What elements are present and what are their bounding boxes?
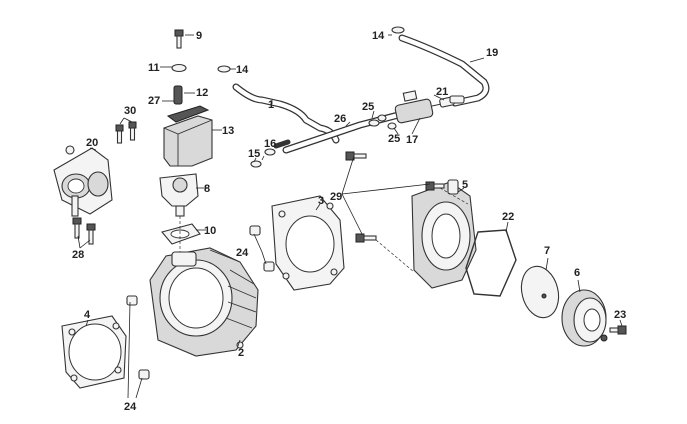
- callout-10: 10: [204, 225, 216, 237]
- callout-1: 1: [268, 99, 274, 111]
- callout-28: 28: [72, 249, 84, 261]
- callout-8: 8: [204, 183, 210, 195]
- hose-stub-21: [449, 95, 465, 104]
- callout-19: 19: [486, 47, 498, 59]
- callout-24-bottom: 24: [124, 401, 137, 413]
- leader-lines: [77, 34, 623, 399]
- callout-2: 2: [238, 347, 244, 359]
- callout-25-top: 25: [362, 101, 374, 113]
- screw-23: [609, 325, 627, 335]
- hose-19: [398, 34, 490, 107]
- callout-15: 15: [248, 148, 260, 160]
- callout-14-right: 14: [372, 30, 385, 42]
- callout-3: 3: [318, 195, 324, 207]
- hose-clamps: [217, 26, 405, 168]
- callout-29: 29: [330, 191, 342, 203]
- cylinder-2: [149, 247, 259, 357]
- callout-7: 7: [544, 245, 550, 257]
- elbow-housing-20: [53, 145, 113, 217]
- callout-16: 16: [264, 138, 276, 150]
- dowel-pins-24: [126, 225, 275, 380]
- cover-6: [561, 289, 608, 347]
- head-gasket-3: [271, 195, 345, 291]
- pump-cover-5: [411, 179, 477, 289]
- callout-13: 13: [222, 125, 234, 137]
- callout-12: 12: [196, 87, 208, 99]
- breather-hose-1: [232, 83, 414, 154]
- gasket-10: [161, 223, 201, 245]
- callout-30: 30: [124, 105, 136, 117]
- callout-24-middle: 24: [236, 247, 249, 259]
- callout-27: 27: [148, 95, 160, 107]
- callout-17: 17: [406, 134, 418, 146]
- alignment-lines: [179, 187, 469, 273]
- callout-21: 21: [436, 86, 448, 98]
- bolts-29: [345, 151, 377, 243]
- thermostat-housing-8: [159, 173, 199, 217]
- callout-25-bottom: 25: [388, 133, 400, 145]
- callout-9: 9: [196, 30, 202, 42]
- callout-11: 11: [148, 62, 160, 74]
- callout-22: 22: [502, 211, 514, 223]
- callout-23: 23: [614, 309, 626, 321]
- callout-20: 20: [86, 137, 98, 149]
- callout-14-left: 14: [236, 64, 249, 76]
- bolt-washer-spring-9-11-12: [171, 29, 187, 105]
- callout-labels: 9 11 12 27 13 8 10 14 14 1 19 21 26 25 2…: [72, 30, 626, 413]
- bolts-28-30: [72, 121, 137, 245]
- callout-26: 26: [334, 113, 346, 125]
- callout-5: 5: [462, 179, 468, 191]
- callout-4: 4: [84, 309, 91, 321]
- callout-6: 6: [574, 267, 580, 279]
- disc-gasket-7: [520, 265, 560, 319]
- base-gasket-4: [61, 315, 127, 389]
- housing-cap-13: [163, 105, 213, 167]
